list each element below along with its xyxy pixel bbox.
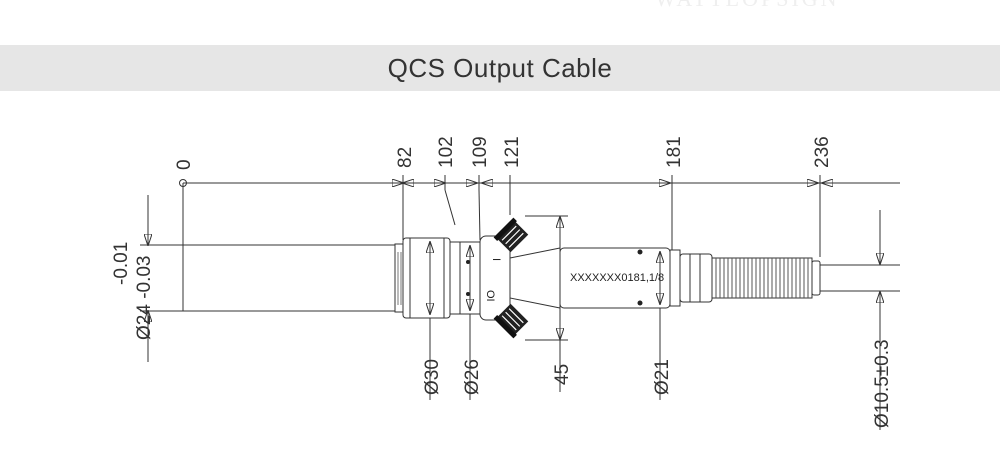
knurl-pattern	[397, 252, 402, 305]
dim-102: 102	[436, 136, 457, 168]
dim-236: 236	[812, 136, 833, 168]
title-banner: QCS Output Cable	[0, 45, 1000, 91]
dim-82: 82	[395, 147, 416, 168]
dim-109: 109	[470, 136, 491, 168]
dim-0: 0	[174, 159, 195, 170]
dim-181: 181	[664, 136, 685, 168]
internal-dimension-arrows	[430, 242, 660, 400]
top-dimension-line	[179, 175, 900, 257]
port-label-i: I	[490, 258, 502, 261]
cooling-port-bottom	[493, 303, 529, 339]
dim-diameter-21: Ø21	[652, 359, 673, 395]
cable-body	[182, 235, 900, 321]
page-title: QCS Output Cable	[387, 52, 613, 83]
dim-121: 121	[502, 136, 523, 168]
dim-height-45: 45	[552, 364, 573, 385]
thread-pattern	[715, 258, 809, 298]
dim-diameter-30: Ø30	[422, 359, 443, 395]
port-label-io: OI	[484, 290, 496, 302]
dim-cable-diameter: Ø10.5±0.3	[872, 339, 893, 428]
dim-diameter-24: Ø24 -0.03	[134, 256, 155, 341]
cooling-port-top	[493, 217, 529, 253]
serial-marking: XXXXXXX0181,1/8	[570, 272, 664, 284]
height-45-dimension	[525, 215, 568, 392]
left-diameter-dimension	[140, 195, 183, 362]
dim-tolerance-upper: -0.01	[111, 242, 132, 285]
watermark: WATTLOPSIGN	[655, 0, 840, 12]
body-screws	[466, 249, 643, 306]
dim-diameter-26: Ø26	[462, 359, 483, 395]
